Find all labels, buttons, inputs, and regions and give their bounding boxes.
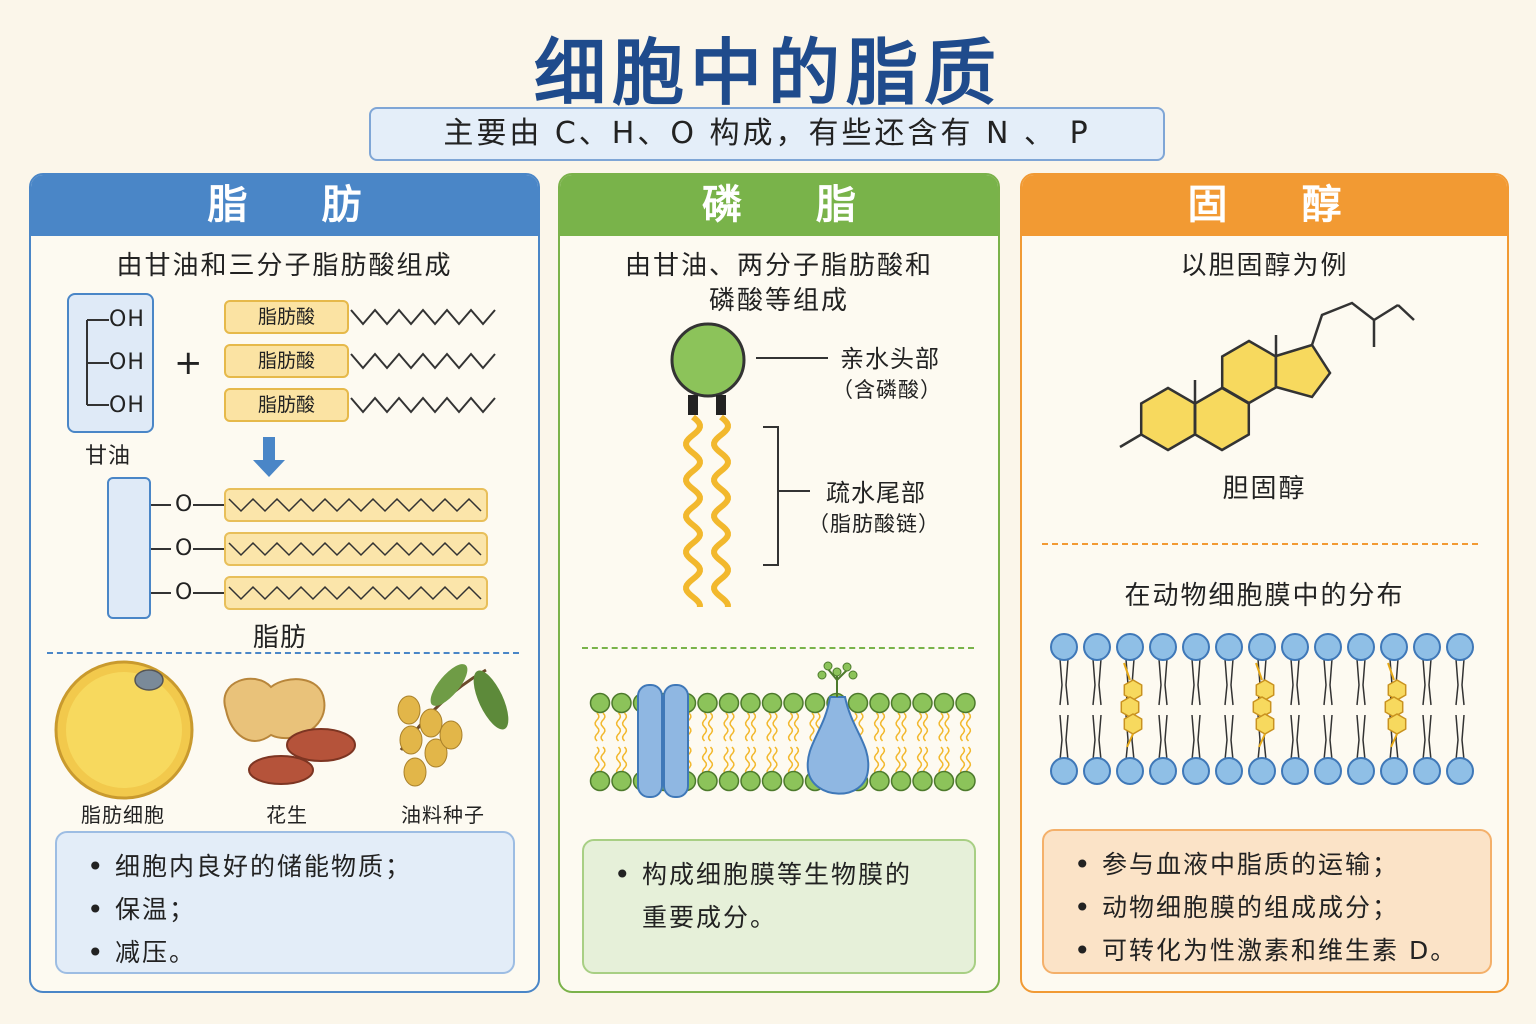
oh-label-2: OH — [109, 350, 145, 375]
subtitle-banner: 主要由 C、H、O 构成，有些还含有 N 、 P — [369, 107, 1165, 161]
fat-product-label: 脂肪 — [253, 623, 308, 653]
phospholipid-panel: 磷 脂 由甘油、两分子脂肪酸和 磷酸等组成 亲水头部 （含磷酸） 疏水尾部 （脂… — [558, 173, 1000, 993]
product-glycerol-box — [107, 477, 151, 619]
tail-sublabel: （脂肪酸链） — [808, 512, 940, 536]
phospholipid-function-box: 构成细胞膜等生物膜的 重要成分。 — [582, 839, 976, 974]
sterol-function-box: 参与血液中脂质的运输； 动物细胞膜的组成成分； 可转化为性激素和维生素 D。 — [1042, 829, 1492, 974]
fat-composition: 由甘油和三分子脂肪酸组成 — [116, 251, 453, 281]
head-sublabel: （含磷酸） — [832, 378, 942, 402]
sterol-function-2: 动物细胞膜的组成成分； — [1064, 886, 1470, 929]
hydrophobic-tail-right — [711, 414, 731, 607]
hydrophobic-tail-left — [683, 414, 703, 607]
phospholipid-composition-2: 磷酸等组成 — [708, 286, 849, 316]
sterol-example-title: 以胆固醇为例 — [1180, 251, 1349, 281]
phospholipid-molecule — [670, 322, 828, 607]
o-label-1: O — [175, 492, 194, 517]
distribution-title: 在动物细胞膜中的分布 — [1124, 581, 1405, 611]
phospholipid-function-2: 重要成分。 — [642, 903, 778, 932]
oh-label-1: OH — [109, 307, 145, 332]
fat-function-box: 细胞内良好的储能物质； 保温； 减压。 — [55, 831, 515, 974]
fat-examples-illustration — [54, 660, 509, 800]
plus-sign: + — [174, 343, 204, 383]
phospholipid-composition-1: 由甘油、两分子脂肪酸和 — [624, 251, 933, 281]
sterol-function-1: 参与血液中脂质的运输； — [1064, 843, 1470, 886]
cholesterol-structure — [1119, 301, 1415, 452]
o-label-3: O — [175, 580, 194, 605]
oh-label-3: OH — [109, 393, 145, 418]
product-zigzags — [228, 497, 482, 601]
fat-function-1: 细胞内良好的储能物质； — [77, 845, 493, 888]
fatty-acid-box-2: 脂肪酸 — [224, 344, 349, 378]
phospholipid-header: 磷 脂 — [560, 175, 998, 236]
hydrophilic-head — [670, 322, 746, 398]
o-label-2: O — [175, 536, 194, 561]
cholesterol-membrane — [1050, 633, 1474, 785]
sterol-divider — [1042, 543, 1478, 545]
fat-divider — [47, 652, 519, 654]
oil-seed-icon — [397, 664, 509, 787]
fat-header: 脂 肪 — [31, 175, 538, 236]
glycerol-box — [67, 293, 154, 433]
fatty-acid-box-1: 脂肪酸 — [224, 300, 349, 334]
reaction-arrow — [253, 437, 285, 477]
glycerol-bonds — [86, 319, 109, 406]
peanut-label: 花生 — [266, 803, 308, 827]
fat-cell-icon — [54, 660, 194, 800]
head-label: 亲水头部 — [840, 345, 940, 373]
ester-chain-3 — [224, 576, 488, 610]
fat-function-2: 保温； — [77, 888, 493, 931]
oil-seed-label: 油料种子 — [401, 803, 485, 827]
sterol-function-3: 可转化为性激素和维生素 D。 — [1064, 929, 1470, 972]
phospholipid-function-1: 构成细胞膜等生物膜的 — [604, 853, 954, 896]
glycerol-label: 甘油 — [85, 444, 132, 469]
lipid-bilayer — [589, 661, 976, 798]
fatty-acid-box-3: 脂肪酸 — [224, 388, 349, 422]
fat-function-3: 减压。 — [77, 931, 493, 974]
phospholipid-divider — [582, 647, 974, 649]
cholesterol-label: 胆固醇 — [1222, 474, 1307, 504]
page-title: 细胞中的脂质 — [533, 31, 1002, 115]
sterol-panel: 固 醇 以胆固醇为例 胆固醇 在动物细胞膜中的分布 参与血液中脂质的运输； 动物… — [1020, 173, 1509, 993]
tail-label: 疏水尾部 — [826, 479, 926, 507]
fat-panel: 脂 肪 由甘油和三分子脂肪酸组成 OH OH OH 甘油 + 脂肪酸 脂肪酸 脂… — [29, 173, 540, 993]
fat-cell-label: 脂肪细胞 — [81, 803, 165, 827]
peanut-icon — [223, 677, 356, 785]
sterol-header: 固 醇 — [1022, 175, 1507, 236]
